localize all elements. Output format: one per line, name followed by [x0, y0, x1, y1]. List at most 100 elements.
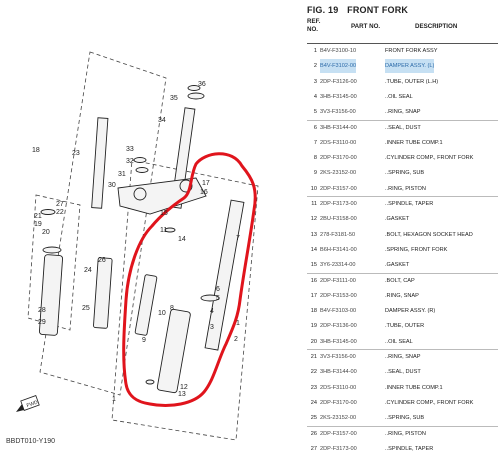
part-number[interactable]: 278-F3181-50 — [320, 231, 356, 238]
part-number[interactable]: B4V-F3102-00 — [320, 59, 357, 74]
callout-23: 23 — [72, 150, 80, 157]
part-number[interactable]: 2DP-F3173-00 — [320, 445, 357, 452]
part-number[interactable]: 3V3-F3156-00 — [320, 354, 356, 360]
diagram-code: BBDT010-Y190 — [6, 438, 56, 445]
left-lower-outline — [27, 194, 81, 331]
right-fork — [134, 199, 245, 394]
ref-number: 5 — [313, 109, 317, 116]
right-bolt — [145, 379, 155, 385]
ref-number: 22 — [310, 369, 317, 376]
callout-26: 26 — [98, 257, 106, 264]
part-description: ..OIL SEAL — [385, 338, 413, 345]
ref-number: 20 — [310, 338, 317, 345]
part-number[interactable]: 2DP-F3157-00 — [320, 430, 357, 437]
part-number[interactable]: 2DP-F3126-00 — [320, 78, 357, 85]
left-seal — [42, 246, 62, 254]
part-description: .SPRING, FRONT FORK — [385, 246, 448, 253]
part-number[interactable]: 2DP-F3170-00 — [320, 399, 357, 406]
ref-number: 25 — [310, 415, 317, 422]
part-number[interactable]: 3V3-F3156-00 — [320, 109, 356, 116]
part-number[interactable]: 3HB-F3144-00 — [320, 124, 357, 131]
ref-number: 26 — [310, 430, 317, 437]
part-number[interactable]: 3HB-F3144-00 — [320, 369, 357, 376]
part-description: ..RING, PISTON — [385, 430, 426, 437]
part-number[interactable]: 3HB-F3145-00 — [320, 338, 357, 345]
part-description: ..RING, SNAP — [385, 109, 421, 116]
ref-number: 16 — [310, 277, 317, 284]
part-description: ..SPINDLE, TAPER — [385, 201, 434, 207]
part-description: FRONT FORK ASSY — [385, 48, 438, 54]
callout-12: 12 — [180, 384, 188, 391]
steering-stem — [117, 85, 207, 215]
part-number[interactable]: 3HB-F3145-00 — [320, 93, 357, 100]
part-description: .INNER TUBE COMP.1 — [385, 384, 443, 391]
callout-34: 34 — [158, 117, 166, 124]
part-description: .CYLINDER COMP., FRONT FORK — [385, 155, 474, 162]
part-number[interactable]: 2DP-F3173-00 — [320, 201, 357, 207]
part-number[interactable]: 2DP-F3153-00 — [320, 292, 357, 299]
part-number[interactable]: 2DS-F3110-00 — [320, 384, 357, 391]
callout-33: 33 — [126, 146, 134, 153]
part-number[interactable]: 3Y6-23314-00 — [320, 262, 356, 269]
part-number[interactable]: 2BU-F3158-00 — [320, 216, 357, 223]
part-number[interactable]: 2DP-F3157-00 — [320, 185, 357, 192]
part-number[interactable]: B6H-F3141-00 — [320, 246, 357, 253]
part-number[interactable]: 2DP-F3170-00 — [320, 155, 357, 162]
bearing-bottom — [135, 167, 149, 173]
part-description: .BOLT, CAP — [385, 277, 415, 284]
callout-21: 21 — [34, 213, 42, 220]
right-assembly-outline — [111, 159, 259, 441]
callout-1-right: 1 — [236, 320, 240, 327]
part-number[interactable]: 2DP-F3136-00 — [320, 323, 357, 330]
part-number[interactable]: B4V-F3103-00 — [320, 308, 357, 315]
ref-number: 11 — [311, 201, 317, 207]
callout-19: 19 — [34, 221, 42, 228]
part-description: .RING, SNAP — [385, 292, 419, 299]
exploded-diagram: 36 35 34 33 32 31 30 18 23 17 16 15 14 1… — [6, 51, 259, 445]
callout-3: 3 — [210, 324, 214, 331]
part-number[interactable]: 2KS-23152-00 — [320, 170, 357, 177]
callout-5: 5 — [216, 295, 220, 302]
callout-4: 4 — [210, 308, 214, 315]
ref-number: 1 — [313, 48, 317, 54]
part-description: DAMPER ASSY. (R) — [385, 308, 436, 315]
right-gasket — [164, 227, 176, 233]
figure-label: FIG. 19 — [307, 5, 339, 15]
ref-number: 6 — [313, 124, 317, 131]
header-divider — [307, 43, 498, 44]
ref-number: 19 — [310, 323, 317, 330]
part-number[interactable]: 2DS-F3110-00 — [320, 139, 357, 146]
part-number[interactable]: B4V-F3100-10 — [320, 48, 357, 54]
part-number[interactable]: 2KS-23152-00 — [320, 415, 357, 422]
ref-number: 12 — [310, 216, 317, 223]
part-number[interactable]: 2DP-F3111-00 — [320, 277, 356, 284]
left-outer-tube — [38, 254, 64, 336]
